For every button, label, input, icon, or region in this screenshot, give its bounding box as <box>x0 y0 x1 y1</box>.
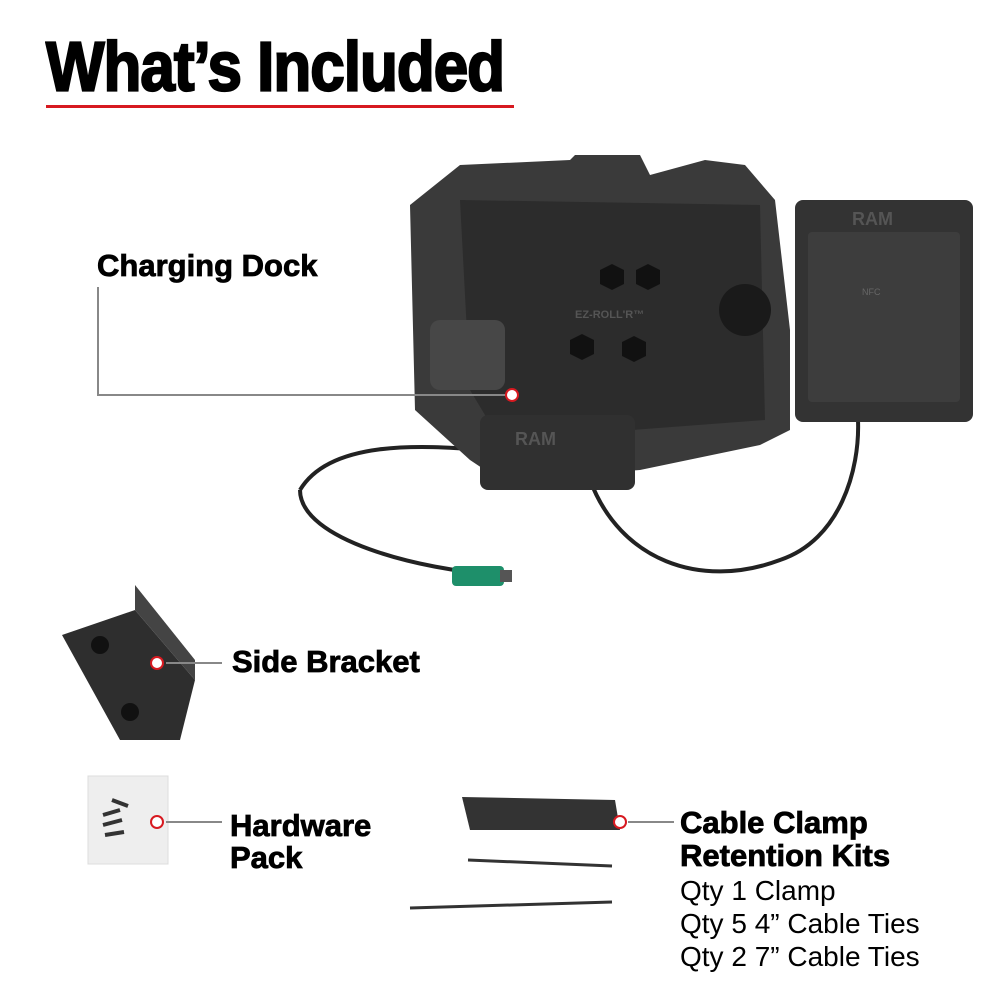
leader-line <box>166 821 222 823</box>
charging-dock-image: RAM EZ-ROLL'R™ RAM NFC <box>298 155 973 586</box>
cable-clamp-label-line2: Retention Kits <box>680 838 891 873</box>
callout-marker <box>613 815 627 829</box>
dock-brand-logo: RAM <box>515 429 556 449</box>
kit-contents-item: Qty 1 Clamp <box>680 875 836 906</box>
leader-line <box>97 394 507 396</box>
nfc-logo: NFC <box>862 287 881 297</box>
nfc-pad-brand-logo: RAM <box>852 209 893 229</box>
cable-clamp-image <box>409 797 620 910</box>
hardware-pack-image <box>87 775 169 865</box>
leader-line <box>166 662 222 664</box>
kit-contents-item: Qty 2 7” Cable Ties <box>680 941 920 972</box>
leader-line <box>628 821 674 823</box>
title-underline <box>46 105 514 108</box>
hardware-pack-label-line1: Hardware <box>230 808 372 843</box>
kit-contents-item: Qty 5 4” Cable Ties <box>680 908 920 939</box>
callout-marker <box>150 815 164 829</box>
hardware-pack-label-line2: Pack <box>230 840 303 875</box>
page-title: What’s Included <box>45 28 506 108</box>
cable-clamp-label-line1: Cable Clamp <box>680 805 869 840</box>
callout-marker <box>150 656 164 670</box>
side-bracket-image <box>62 585 195 740</box>
charging-dock-label: Charging Dock <box>97 248 318 283</box>
dock-ezroller-logo: EZ-ROLL'R™ <box>575 309 644 321</box>
callout-marker <box>505 388 519 402</box>
side-bracket-label: Side Bracket <box>232 644 421 679</box>
leader-line <box>97 287 99 395</box>
